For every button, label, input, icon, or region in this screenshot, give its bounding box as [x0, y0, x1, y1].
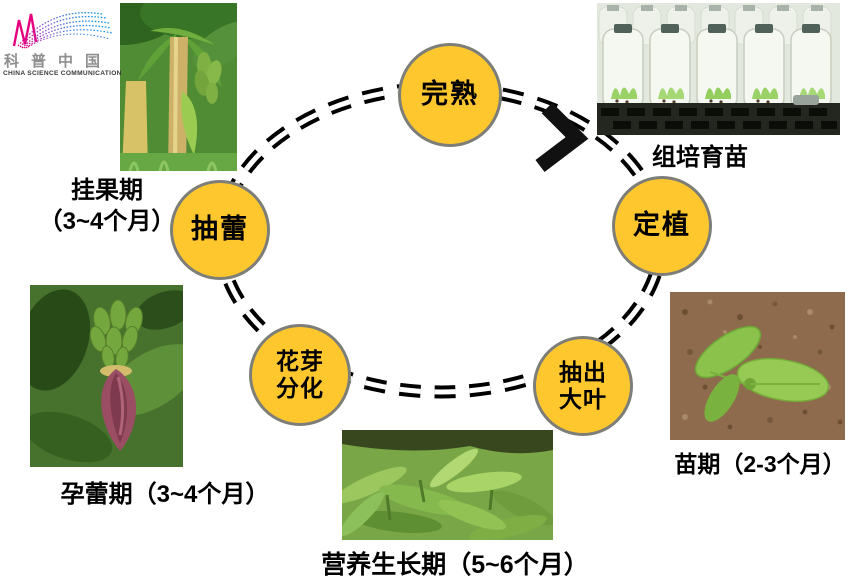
photo-banana-tree-fruiting [120, 3, 237, 171]
stage-flower-bud-differentiation: 花芽 分化 [249, 324, 351, 426]
caption-fruiting-period: 挂果期 （3~4个月） [28, 176, 186, 237]
photo-tissue-culture-bottles [597, 3, 840, 135]
logo-china-science-communication: 科普中国 CHINA SCIENCE COMMUNICATION [2, 2, 128, 86]
photo-seedling-in-soil [670, 292, 845, 440]
caption-fruiting-line2: （3~4个月） [38, 207, 176, 235]
caption-tissue-culture: 组培育苗 [652, 144, 748, 171]
stage-transplant: 定植 [612, 176, 712, 276]
caption-seedling-period: 苗期（2-3个月） [674, 451, 846, 477]
stage-bud-emergence-label: 抽蕾 [191, 214, 249, 245]
logo-subtitle: CHINA SCIENCE COMMUNICATION [3, 70, 122, 77]
stage-big-leaves-label-line1: 抽出 [559, 358, 607, 385]
caption-fruiting-line1: 挂果期 [71, 177, 143, 204]
caption-bud-period: 孕蕾期（3~4个月） [60, 481, 270, 508]
logo-swoosh-icon [12, 12, 113, 49]
photo-banana-flower [30, 285, 183, 467]
stage-bud-emergence: 抽蕾 [170, 180, 270, 280]
stage-flower-bud-label-line1: 花芽 [276, 347, 324, 374]
photo-banana-field [342, 430, 553, 540]
clockwise-arrow-icon [535, 102, 589, 172]
stage-big-leaves: 抽出 大叶 [533, 336, 633, 436]
stage-ripening-label: 完熟 [421, 79, 479, 110]
stage-big-leaves-label-line2: 大叶 [559, 386, 607, 412]
logo-title: 科普中国 [4, 53, 113, 70]
stage-ripening: 完熟 [398, 43, 502, 147]
stage-transplant-label: 定植 [633, 210, 691, 241]
caption-vegetative-period: 营养生长期（5~6个月） [321, 551, 589, 579]
stage-flower-bud-label-line2: 分化 [276, 375, 324, 401]
